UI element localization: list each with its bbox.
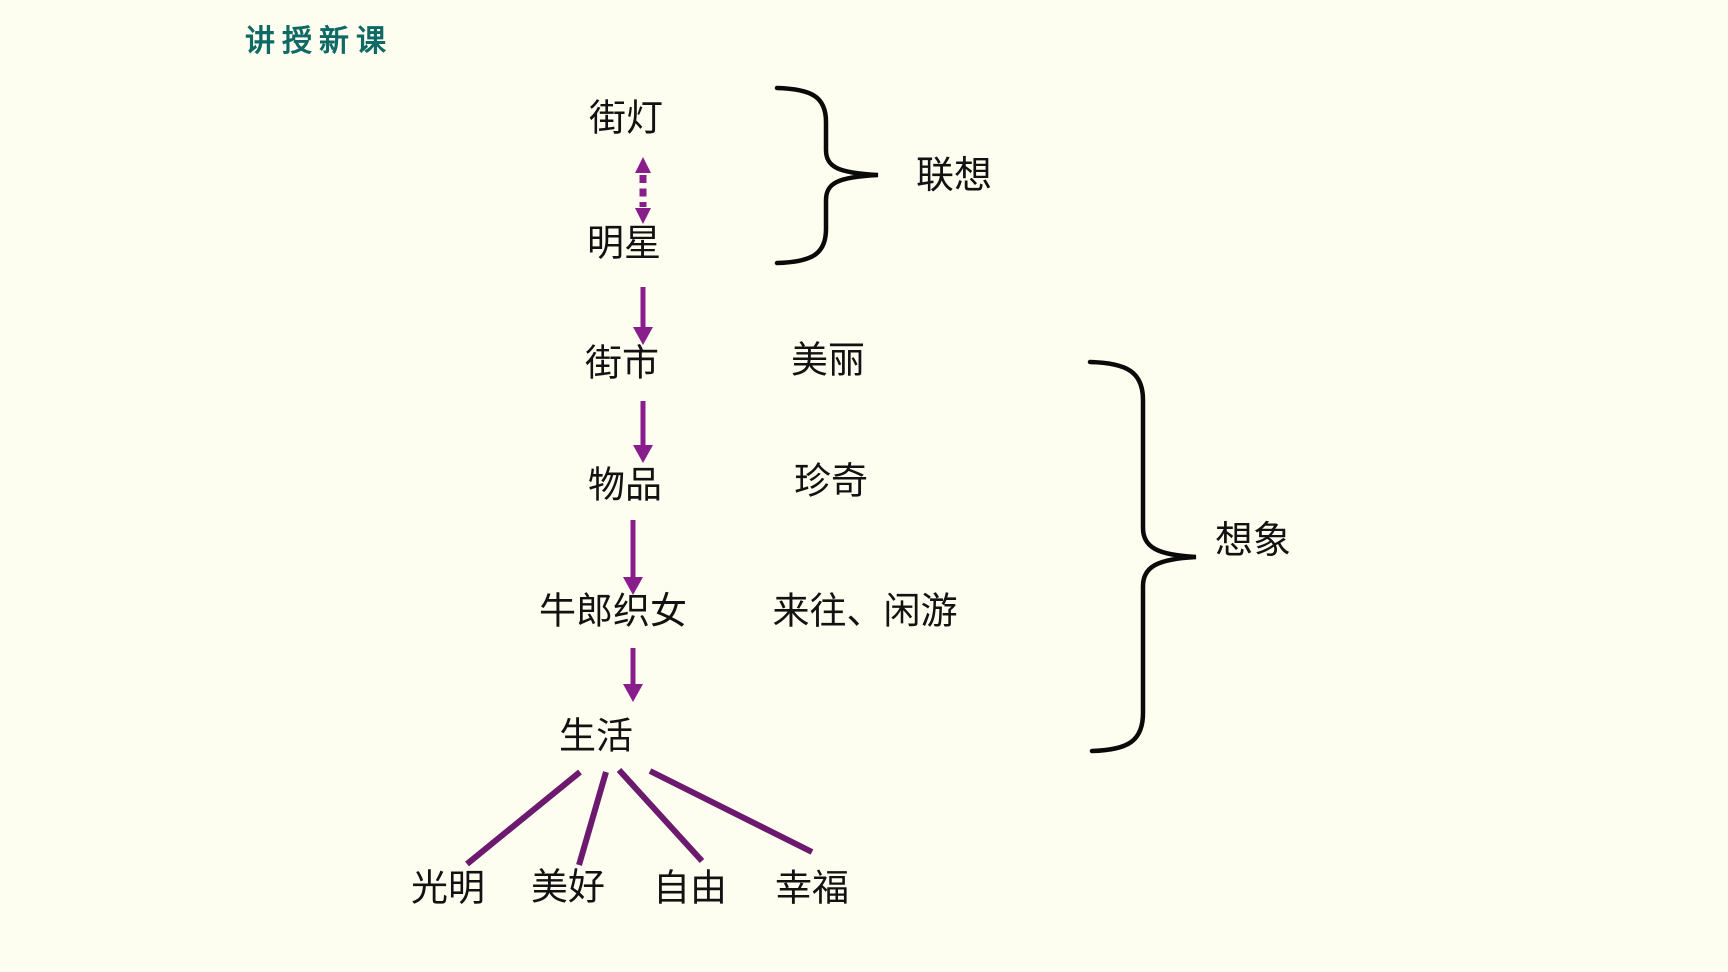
branch-line xyxy=(465,769,582,867)
branch-line xyxy=(576,771,609,866)
node-street-lamp: 街灯 xyxy=(589,98,663,140)
node-bright-stars: 明星 xyxy=(587,223,661,265)
branch-line xyxy=(616,767,705,864)
page-title: 讲授新课 xyxy=(245,25,393,58)
branch-line xyxy=(648,768,814,855)
down-arrowhead-icon xyxy=(623,684,643,702)
attr-strolling: 来往、闲游 xyxy=(772,591,958,633)
branch-lines xyxy=(465,767,814,867)
node-items: 物品 xyxy=(588,465,662,507)
down-arrow-icon xyxy=(623,648,643,702)
node-life: 生活 xyxy=(559,716,633,758)
dotted-double-arrow-icon xyxy=(635,157,651,224)
leaf-happy: 幸福 xyxy=(775,868,849,910)
up-arrowhead-icon xyxy=(635,157,651,173)
down-arrow-icon xyxy=(623,520,643,595)
node-street-market: 街市 xyxy=(585,343,659,385)
down-arrowhead-icon xyxy=(633,445,653,463)
brace-label-imagination: 想象 xyxy=(1214,520,1292,562)
curly-brace-association xyxy=(774,85,879,266)
down-arrow-icon xyxy=(633,401,653,463)
curly-brace-imagination xyxy=(1087,359,1197,754)
brace-label-association: 联想 xyxy=(915,155,993,197)
down-arrowhead-icon xyxy=(633,327,653,345)
leaf-free: 自由 xyxy=(653,868,727,910)
down-arrowhead-icon xyxy=(635,208,651,224)
leaf-good: 美好 xyxy=(531,867,605,909)
leaf-bright: 光明 xyxy=(411,868,485,910)
node-cowherd-weaver: 牛郎织女 xyxy=(539,591,687,633)
attr-rare: 珍奇 xyxy=(794,461,868,503)
down-arrow-icon xyxy=(633,287,653,345)
attr-beautiful: 美丽 xyxy=(791,340,865,382)
